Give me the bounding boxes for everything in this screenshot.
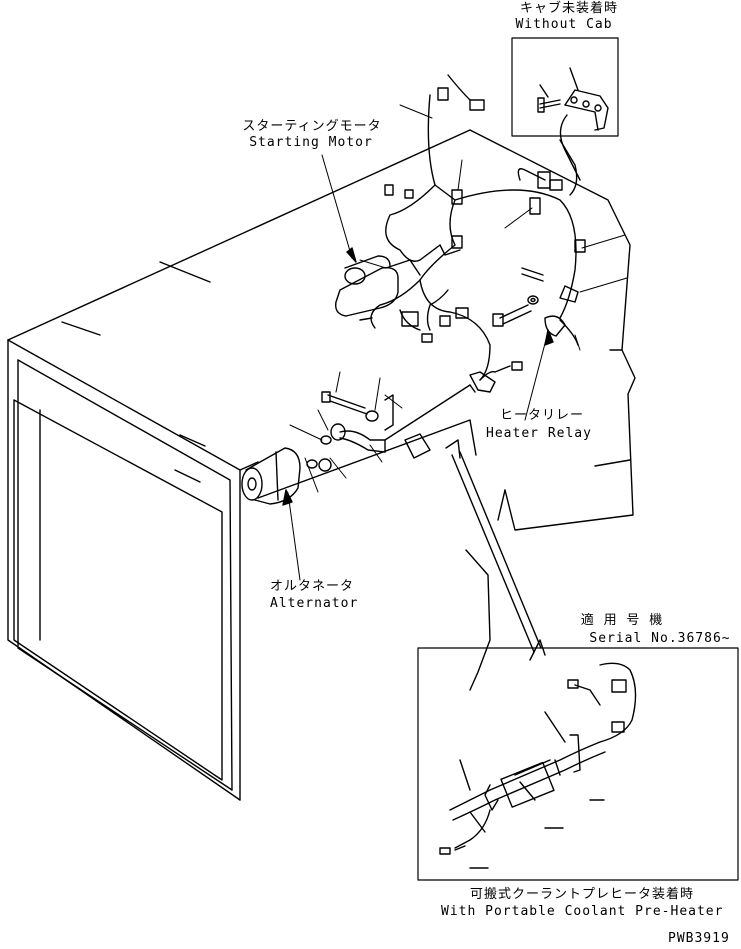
starting-motor-label-en: Starting Motor [249,135,373,150]
alternator-label-en: Alternator [270,596,359,611]
harness-clips [384,74,586,371]
serial-label-jp: 適 用 号 機 [580,613,664,628]
without-cab-inset [511,37,619,181]
alternator-label-jp: オルタネータ [270,579,355,594]
preheater-label-jp: 可搬式クーラントプレヒータ装着時 [470,887,695,902]
leader-lines [287,104,628,581]
heater-relay-label-en: Heater Relay [486,426,592,441]
leader-arrowheads [282,247,554,506]
double-arrow [445,439,546,661]
pre-heater-inset [417,647,739,881]
alternator [241,447,301,505]
heater-relay-label-jp: ヒータリレー [500,408,585,423]
preheater-label-en: With Portable Coolant Pre-Heater [441,904,724,919]
engine-body-outline [7,129,636,801]
fasteners [306,267,566,472]
without-cab-label-en: Without Cab [515,17,613,32]
serial-label-en: Serial No.36786~ [589,631,731,646]
starting-motor [335,255,421,321]
starting-motor-label-jp: スターティングモータ [242,119,382,134]
without-cab-label-jp: キャブ未装着時 [520,1,619,16]
drawing-code: PWB3919 [668,931,730,946]
heater-cable [339,371,496,459]
